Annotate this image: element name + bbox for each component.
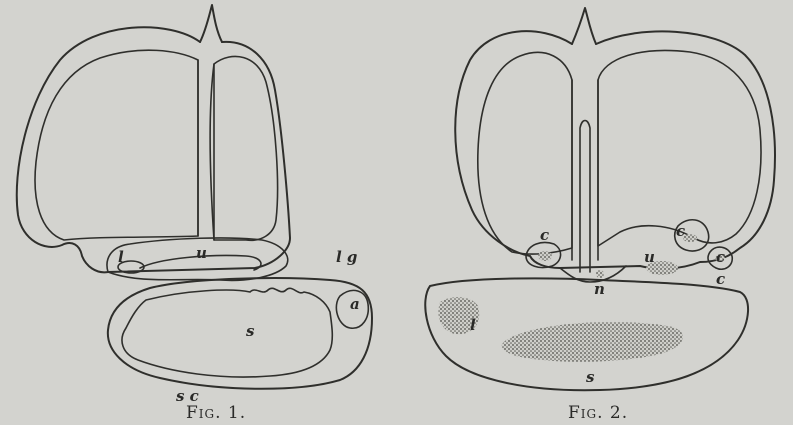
fig1-apex-spike [200, 5, 222, 42]
fig2-central-channel [580, 121, 590, 273]
figure-2: c n u c c c l s Fig. 2. [425, 8, 775, 423]
figure-1: l u l g a s s c Fig. 1. [17, 5, 372, 423]
fig1-caption: Fig. 1. [186, 403, 246, 423]
fig1-label-u: u [196, 244, 207, 262]
fig2-crista-left [538, 251, 552, 261]
fig2-common-crus [572, 80, 598, 260]
fig2-nerve-dot [596, 270, 604, 278]
fig2-label-c-canal: c [676, 222, 685, 240]
fig1-label-s: s [246, 322, 255, 340]
fig2-label-c-right-lower: c [716, 270, 725, 288]
fig2-label-n: n [594, 280, 605, 298]
fig2-canal-loop-right [598, 50, 761, 246]
fig1-canals-inner [35, 50, 198, 240]
fig2-apex-spike [572, 8, 596, 44]
fig2-label-c-right-upper: c [716, 248, 725, 266]
fig2-label-c-left: c [540, 226, 549, 244]
fig2-caption: Fig. 2. [568, 403, 628, 423]
fig1-label-l: l [118, 248, 124, 266]
fig2-label-s: s [586, 368, 595, 386]
fig1-canal-loop-right [210, 56, 277, 240]
fig1-label-a: a [350, 295, 360, 313]
fig1-sacculus-inner [122, 288, 332, 377]
fig2-label-l: l [470, 316, 476, 334]
fig1-label-lg: l g [336, 248, 357, 266]
fig2-label-u: u [644, 248, 655, 266]
fig2-macula-sacculi [502, 322, 683, 362]
fig2-canal-loop-left [478, 52, 572, 254]
fig1-canals-outer [17, 27, 290, 272]
